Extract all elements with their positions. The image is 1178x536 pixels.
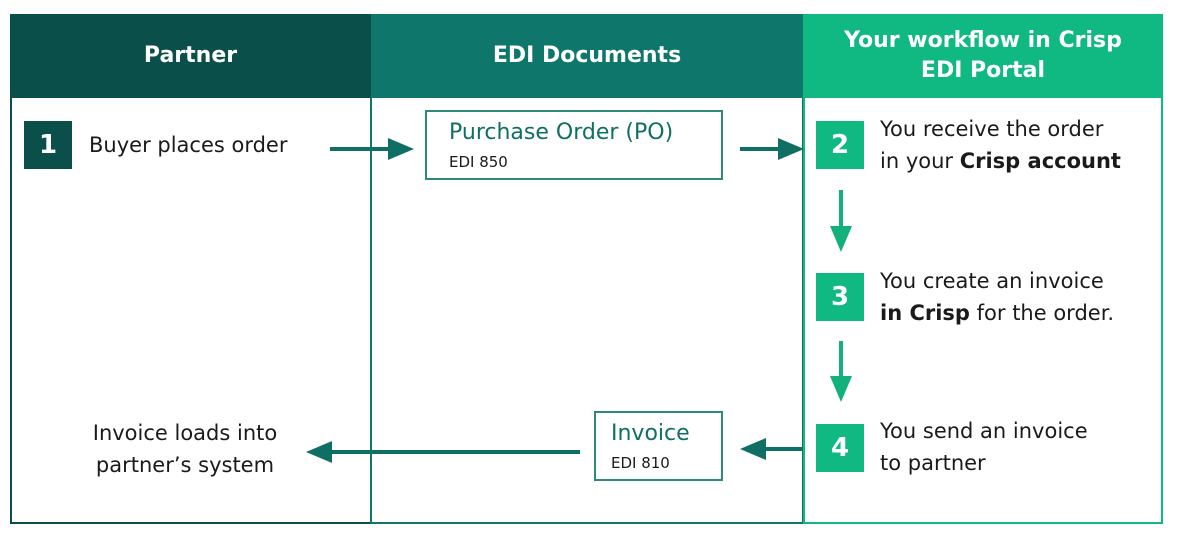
arrow-left-icon	[740, 438, 803, 460]
header-partner-label: Partner	[143, 43, 238, 68]
step-3-line2-post: for the order.	[969, 301, 1115, 325]
step-2-line1: You receive the order	[880, 117, 1104, 141]
invoice-document: Invoice EDI 810	[594, 411, 723, 481]
step-1-text: Buyer places order	[89, 133, 288, 157]
arrow-left-icon	[306, 441, 580, 463]
invoice-code: EDI 810	[611, 454, 670, 472]
step-4-text: You send an invoice to partner	[880, 415, 1088, 479]
step-3-badge: 3	[816, 273, 864, 321]
partner-result-line2: partner’s system	[95, 453, 275, 477]
header-workflow: Your workflow in Crisp EDI Portal	[803, 14, 1163, 98]
step-3-text: You create an invoice in Crisp for the o…	[880, 265, 1114, 329]
purchase-order-title: Purchase Order (PO)	[449, 120, 674, 145]
column-workflow	[803, 98, 1163, 524]
step-3-line2: in Crisp for the order.	[880, 297, 1114, 329]
arrow-down-icon	[830, 190, 852, 252]
header-workflow-line2: EDI Portal	[920, 58, 1046, 83]
step-3-line2-bold: in Crisp	[880, 301, 970, 325]
step-2-badge: 2	[816, 121, 864, 169]
step-2-line2: in your Crisp account	[880, 145, 1121, 177]
step-4-number: 4	[830, 433, 850, 463]
step-4-line2: to partner	[880, 451, 986, 475]
step-1-badge: 1	[24, 121, 72, 169]
step-4-badge: 4	[816, 424, 864, 472]
partner-result-line1: Invoice loads into	[92, 421, 278, 445]
header-workflow-line1: Your workflow in Crisp	[844, 28, 1122, 53]
step-2-line2-pre: in your	[880, 149, 960, 173]
header-partner: Partner	[10, 14, 371, 98]
arrow-right-icon	[740, 138, 804, 160]
step-1-number: 1	[38, 130, 58, 160]
header-edi-documents: EDI Documents	[371, 14, 803, 98]
arrow-right-icon	[330, 138, 414, 160]
partner-result-text: Invoice loads into partner’s system	[40, 417, 330, 481]
step-3-number: 3	[830, 282, 850, 312]
header-edi-label: EDI Documents	[492, 43, 682, 68]
step-2-line2-bold: Crisp account	[959, 149, 1121, 173]
arrow-down-icon	[830, 341, 852, 402]
step-3-line1: You create an invoice	[880, 269, 1104, 293]
invoice-title: Invoice	[611, 421, 690, 446]
step-4-line1: You send an invoice	[880, 419, 1088, 443]
purchase-order-code: EDI 850	[449, 153, 508, 171]
step-2-number: 2	[830, 130, 850, 160]
purchase-order-document: Purchase Order (PO) EDI 850	[425, 110, 723, 180]
step-2-text: You receive the order in your Crisp acco…	[880, 113, 1121, 177]
